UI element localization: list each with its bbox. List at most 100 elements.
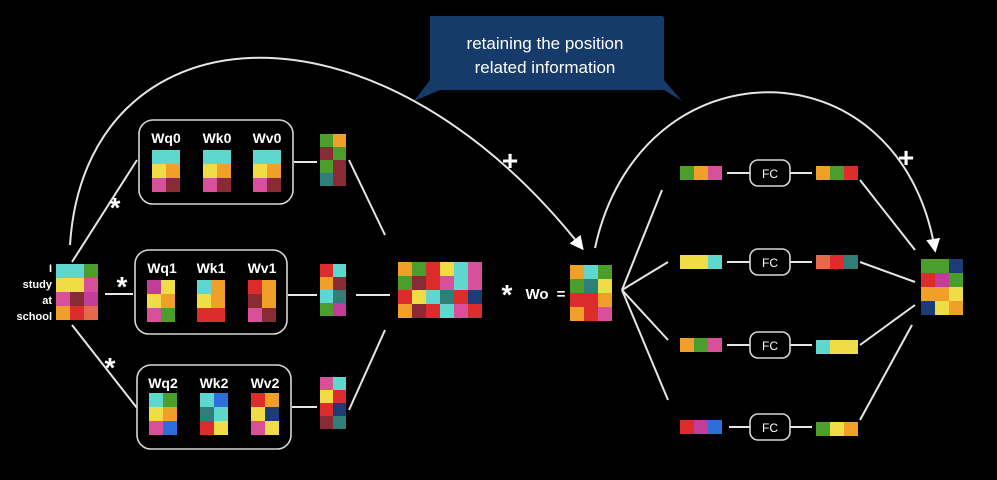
grid-cell [152,178,166,192]
grid-cell [412,276,426,290]
grid-cell [166,150,180,164]
grid-cell [203,178,217,192]
grid-cell [217,164,231,178]
grid-cell [56,306,70,320]
grid-cell [320,173,333,186]
grid-cell [320,160,333,173]
grid-cell [830,340,844,354]
grid-cell [320,390,333,403]
head2-output-matrix [320,377,346,429]
fc-label: FC [762,167,778,181]
grid-cell [248,294,262,308]
callout-text-line1: retaining the position [467,34,624,53]
wv1-matrix [248,280,276,322]
connector [859,179,916,251]
grid-cell [816,166,830,180]
multiply-symbol: * [117,271,128,302]
grid-cell [333,303,346,316]
grid-cell [333,403,346,416]
fc-output-row-0 [816,166,858,180]
multiply-symbol: * [105,352,116,383]
grid-cell [468,276,482,290]
plus-symbol-right: + [898,142,914,173]
grid-cell [149,421,163,435]
grid-cell [147,280,161,294]
grid-cell [398,290,412,304]
grid-cell [84,264,98,278]
wq1-matrix [147,280,175,322]
grid-cell [412,304,426,318]
grid-cell [398,262,412,276]
grid-cell [262,294,276,308]
weight-label-wv0: Wv0 [253,130,282,146]
grid-cell [262,280,276,294]
grid-cell [200,421,214,435]
head-panel-0 [138,119,294,205]
attention-output-matrix [570,265,612,321]
wv2-matrix [251,393,279,435]
callout: retaining the position related informati… [414,16,682,101]
grid-cell [163,407,177,421]
grid-cell [56,264,70,278]
grid-cell [426,290,440,304]
grid-cell [253,150,267,164]
grid-cell [921,273,935,287]
grid-cell [844,255,858,269]
grid-cell [163,393,177,407]
grid-cell [398,304,412,318]
grid-cell [320,147,333,160]
grid-cell [320,134,333,147]
grid-cell [412,290,426,304]
grid-cell [935,287,949,301]
grid-cell [265,407,279,421]
grid-cell [333,173,346,186]
grid-cell [152,150,166,164]
grid-cell [214,421,228,435]
weight-label-wk1: Wk1 [197,260,226,276]
grid-cell [265,421,279,435]
grid-cell [468,290,482,304]
input-word-labels: I study at school [17,263,53,323]
grid-cell [217,178,231,192]
input-word: study [23,279,53,291]
grid-cell [680,338,694,352]
grid-cell [935,259,949,273]
grid-cell [267,164,281,178]
fc-output-row-1 [816,255,858,269]
grid-cell [211,280,225,294]
final-output-matrix [921,259,963,315]
grid-cell [584,265,598,279]
grid-cell [570,293,584,307]
grid-cell [333,277,346,290]
connector [859,304,916,346]
wk1-matrix [197,280,225,322]
grid-cell [708,255,722,269]
multiply-symbol: * [502,279,513,310]
fc-input-row-2 [680,338,722,352]
equals-symbol: = [557,286,566,303]
connector [859,261,916,283]
callout-text-line2: related information [475,58,616,77]
grid-cell [468,304,482,318]
grid-cell [949,259,963,273]
grid-cell [830,422,844,436]
grid-cell [454,262,468,276]
grid-cell [149,407,163,421]
grid-cell [598,279,612,293]
grid-cell [214,407,228,421]
residual-arc-right [594,91,941,253]
head1-output-matrix [320,264,346,316]
grid-cell [694,255,708,269]
grid-cell [333,264,346,277]
head0-output-matrix [320,134,346,186]
grid-cell [570,279,584,293]
grid-cell [200,407,214,421]
weight-label-wq1: Wq1 [147,260,177,276]
grid-cell [440,276,454,290]
grid-cell [161,280,175,294]
grid-cell [147,308,161,322]
grid-cell [197,294,211,308]
grid-cell [56,292,70,306]
grid-cell [708,166,722,180]
grid-cell [949,287,963,301]
